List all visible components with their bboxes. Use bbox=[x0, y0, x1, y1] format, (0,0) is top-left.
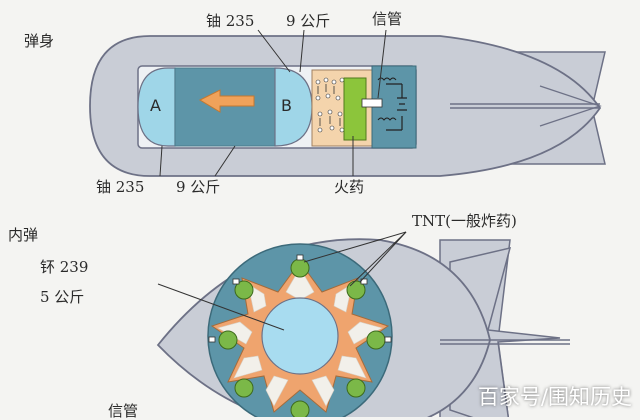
label-tnt: TNT(一般炸药) bbox=[412, 212, 517, 230]
label-part-b: B bbox=[281, 96, 292, 115]
label-fuse-bottom: 信管 bbox=[108, 402, 139, 420]
label-mass-bottom: 9 公斤 bbox=[176, 178, 221, 196]
direction-arrow-icon bbox=[198, 89, 255, 113]
propellant-block bbox=[343, 77, 367, 141]
implosion-type-bomb bbox=[156, 231, 570, 417]
explosive-lenses bbox=[217, 267, 383, 407]
label-bomb-body: 弹身 bbox=[24, 32, 55, 50]
label-part-a: A bbox=[150, 96, 161, 115]
detonators bbox=[218, 258, 386, 417]
label-propellant: 火药 bbox=[334, 178, 365, 196]
label-uranium-top: 铀 235 bbox=[206, 12, 255, 30]
label-uranium-bottom: 铀 235 bbox=[96, 178, 145, 196]
gun-type-bomb bbox=[89, 29, 606, 177]
watermark: 百家号/围知历史 bbox=[477, 385, 632, 409]
label-mass-top: 9 公斤 bbox=[286, 12, 331, 30]
uranium-a bbox=[137, 67, 176, 147]
barrel-chamber bbox=[174, 67, 276, 147]
label-fuse-top: 信管 bbox=[372, 10, 403, 28]
label-mass-pu: 5 公斤 bbox=[40, 288, 85, 306]
label-inner-bomb: 内弹 bbox=[8, 226, 39, 244]
plutonium-core bbox=[261, 297, 339, 375]
label-plutonium: 钚 239 bbox=[40, 258, 89, 276]
